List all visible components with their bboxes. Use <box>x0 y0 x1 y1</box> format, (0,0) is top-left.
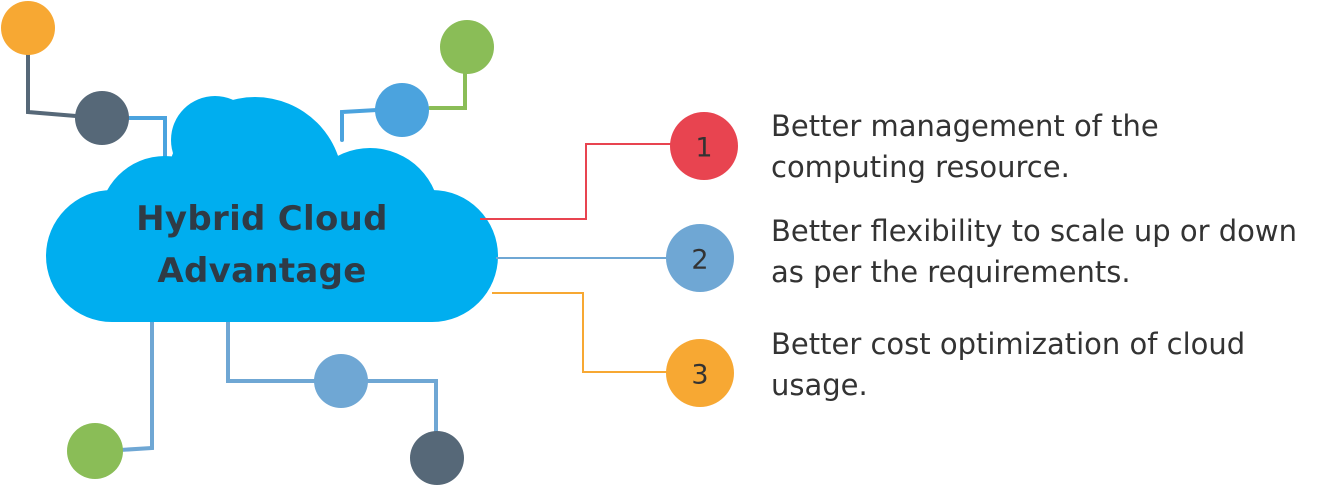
node-green-top <box>440 20 494 74</box>
node-orange <box>1 1 55 55</box>
marker-3-number: 3 <box>691 360 708 391</box>
node-slate-bottom <box>410 431 464 485</box>
marker-2 <box>666 224 734 292</box>
marker-3 <box>666 339 734 407</box>
title-line-1: Hybrid Cloud <box>136 199 388 239</box>
branch-line-3 <box>492 292 670 373</box>
marker-1 <box>670 112 738 180</box>
connector-slate-to-cloud <box>126 116 167 162</box>
node-slate-top <box>75 91 129 145</box>
node-blue-bottom <box>314 354 368 408</box>
point-1-text: Better management of the computing resou… <box>771 109 1159 184</box>
cloud-shape <box>46 96 498 322</box>
diagram-title: Hybrid Cloud Advantage <box>102 193 422 297</box>
connector-cloud-to-blue-bottom <box>226 318 318 383</box>
point-3-text: Better cost optimization of cloud usage. <box>771 327 1246 402</box>
connector-cloud-to-green-bottom <box>118 318 154 452</box>
point-2-text: Better flexibility to scale up or down a… <box>771 214 1298 289</box>
node-green-bottom <box>67 423 123 479</box>
branch-line-1 <box>480 143 676 220</box>
connector-blue-to-slate-bottom <box>364 379 438 436</box>
connector-blue-to-cloud <box>340 108 379 142</box>
node-blue-top <box>375 83 429 137</box>
marker-2-number: 2 <box>691 245 708 276</box>
connector-green-to-blue <box>428 70 467 110</box>
title-line-2: Advantage <box>157 251 367 291</box>
marker-1-number: 1 <box>695 133 712 164</box>
